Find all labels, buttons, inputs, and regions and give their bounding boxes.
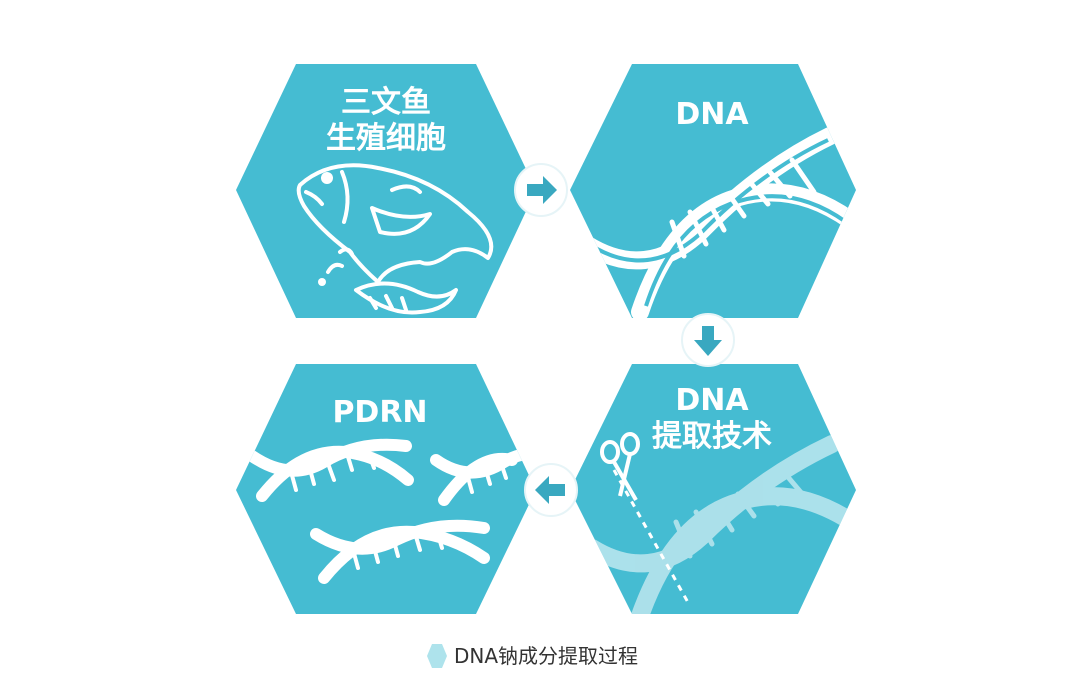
dna-fragments-icon [246, 438, 536, 584]
step-label-line-1: DNA [675, 97, 749, 132]
step-pdrn: PDRN [236, 364, 536, 614]
arrow-down-icon [681, 313, 735, 367]
cut-line [612, 469, 692, 607]
caption-text: DNA钠成分提取过程 [454, 644, 638, 668]
step-dna: DNA [570, 64, 856, 318]
step-label-line-2: 生殖细胞 [326, 121, 446, 156]
step-label-line-1: PDRN [332, 395, 427, 430]
hexagon-tile [570, 364, 856, 614]
salmon-icon [296, 163, 494, 315]
step-label-line-1: DNA [675, 383, 749, 418]
arrow-left-icon [524, 463, 578, 517]
arrow-right-icon [514, 163, 568, 217]
dna-fragment [310, 519, 490, 584]
step-dna-extraction: DNA 提取技术 [570, 364, 856, 614]
dna-fragment [246, 438, 414, 502]
step-label-line-1: 三文鱼 [341, 85, 431, 120]
caption: DNA钠成分提取过程 [427, 644, 638, 668]
dna-helix-icon [577, 127, 856, 318]
step-label-line-2: 提取技术 [652, 419, 772, 454]
scissors-icon [600, 432, 640, 502]
dna-helix-faded-icon [583, 435, 856, 614]
caption-hexagon-icon [427, 644, 447, 668]
step-salmon-germ-cells: 三文鱼 生殖细胞 [236, 64, 536, 318]
